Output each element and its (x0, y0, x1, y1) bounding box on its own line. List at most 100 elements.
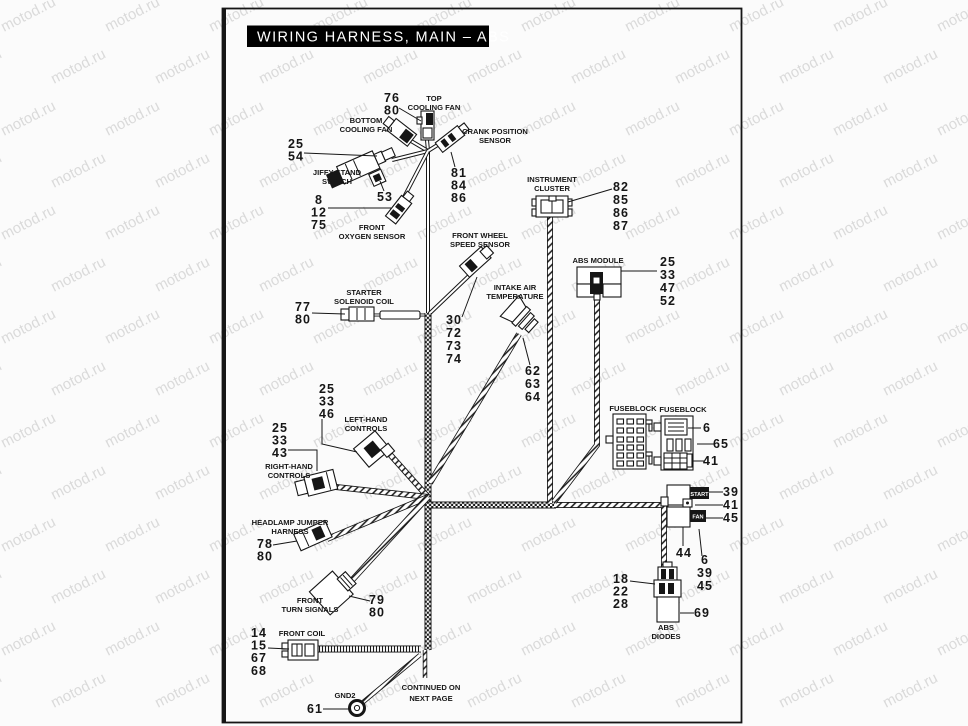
watermark-text: motod.ru (360, 358, 420, 400)
connectors-layer (281, 110, 709, 717)
left-hand-controls-connector (352, 430, 396, 468)
part-number-co-cluster: 86 (613, 206, 629, 220)
watermark-text: motod.ru (102, 722, 162, 726)
part-number-co-abs-module: 52 (660, 294, 676, 308)
watermark-text: motod.ru (414, 410, 474, 452)
watermark-text: motod.ru (776, 670, 836, 712)
start-relay-tag (690, 487, 709, 499)
watermark-text: motod.ru (0, 46, 5, 88)
watermark-text: motod.ru (830, 618, 890, 660)
watermark-text: motod.ru (622, 306, 682, 348)
part-number-co-crank: 86 (451, 191, 467, 205)
leader-line (303, 152, 378, 157)
watermark-text: motod.ru (0, 410, 59, 452)
part-number-co-relay: 41 (723, 498, 739, 512)
watermark-text: motod.ru (0, 618, 59, 660)
watermark-text: motod.ru (48, 150, 108, 192)
part-number-co-top-fan: 76 (384, 91, 400, 105)
part-number-co-cluster: 87 (613, 219, 629, 233)
part-number-co-oxygen: 8 (315, 193, 323, 207)
starter-solenoid-connector (340, 306, 421, 322)
gnd2-ring-terminal (348, 699, 366, 717)
part-number-co-lh: 33 (319, 395, 335, 409)
part-number-co-rh: 33 (272, 434, 288, 448)
watermark-text: motod.ru (48, 670, 108, 712)
part-number-co-abs-module: 25 (660, 255, 676, 269)
part-number-co-abs-diodes: 28 (613, 597, 629, 611)
watermark-text: motod.ru (776, 462, 836, 504)
watermark-text: motod.ru (726, 410, 786, 452)
leader-line (698, 528, 703, 557)
watermark-text: motod.ru (152, 254, 212, 296)
part-number-co-speed: 72 (446, 326, 462, 340)
watermark-text: motod.ru (934, 202, 968, 244)
watermark-text: motod.ru (568, 46, 628, 88)
watermark-text: motod.ru (152, 150, 212, 192)
part-number-co-headlamp: 78 (257, 537, 273, 551)
watermark-text: motod.ru (672, 254, 732, 296)
watermark-text: motod.ru (880, 254, 940, 296)
watermark-text: motod.ru (672, 150, 732, 192)
watermark-text: motod.ru (880, 46, 940, 88)
watermark-text: motod.ru (726, 98, 786, 140)
watermark-text: motod.ru (48, 462, 108, 504)
watermark-text: motod.ru (0, 358, 5, 400)
watermark-text: motod.ru (880, 462, 940, 504)
wire-core (361, 653, 421, 705)
part-number-co-intake: 64 (525, 390, 541, 404)
watermark-text: motod.ru (830, 306, 890, 348)
watermark-text: motod.ru (152, 358, 212, 400)
relay-block (660, 484, 709, 528)
watermark-text: motod.ru (0, 98, 59, 140)
leader-line (288, 449, 318, 471)
watermark-text: motod.ru (102, 202, 162, 244)
part-number-co-oxygen: 12 (311, 206, 327, 220)
watermark-text: motod.ru (776, 254, 836, 296)
watermark-text: motod.ru (934, 514, 968, 556)
wire-core (391, 150, 429, 161)
watermark-text: motod.ru (726, 202, 786, 244)
watermark-text: motod.ru (102, 618, 162, 660)
part-number-co-turn: 79 (369, 593, 385, 607)
part-number-co-abs-diodes: 22 (613, 585, 629, 599)
watermark-text: motod.ru (934, 0, 968, 36)
leader-line (348, 595, 371, 602)
jiffy-switch-part-53 (368, 168, 387, 188)
wire-core (428, 271, 474, 315)
watermark-text: motod.ru (830, 722, 890, 726)
wire-core (326, 495, 429, 541)
leader-line (567, 188, 613, 203)
front-turn-signals-connector (308, 570, 357, 616)
part-number-co-abs-module: 33 (660, 268, 676, 282)
watermark-text: motod.ru (568, 670, 628, 712)
abs-diodes-connector (653, 561, 682, 623)
part-number-co-speed: 74 (446, 352, 462, 366)
part-number-co-cluster: 82 (613, 180, 629, 194)
label-relay-start: START (690, 492, 709, 498)
abs-module-connector (576, 266, 622, 301)
part-number-co-6-39-45: 45 (697, 579, 713, 593)
watermark-text: motod.ru (48, 254, 108, 296)
watermark-text: motod.ru (830, 410, 890, 452)
watermark-text: motod.ru (206, 410, 266, 452)
leader-line (450, 151, 456, 168)
front-wheel-speed-sensor-connector (458, 244, 495, 279)
part-number-co-69: 69 (694, 606, 710, 620)
part-number-co-rh: 25 (272, 421, 288, 435)
page-frame (221, 7, 743, 724)
watermark-text: motod.ru (622, 202, 682, 244)
part-number-co-jiffy: 54 (288, 150, 304, 164)
watermark-text: motod.ru (0, 0, 59, 36)
part-number-co-starter: 80 (295, 313, 311, 327)
leader-line (461, 276, 478, 318)
watermark-text: motod.ru (48, 46, 108, 88)
crank-position-sensor-connector (434, 122, 470, 154)
watermark-text: motod.ru (102, 514, 162, 556)
watermark-text: motod.ru (830, 202, 890, 244)
